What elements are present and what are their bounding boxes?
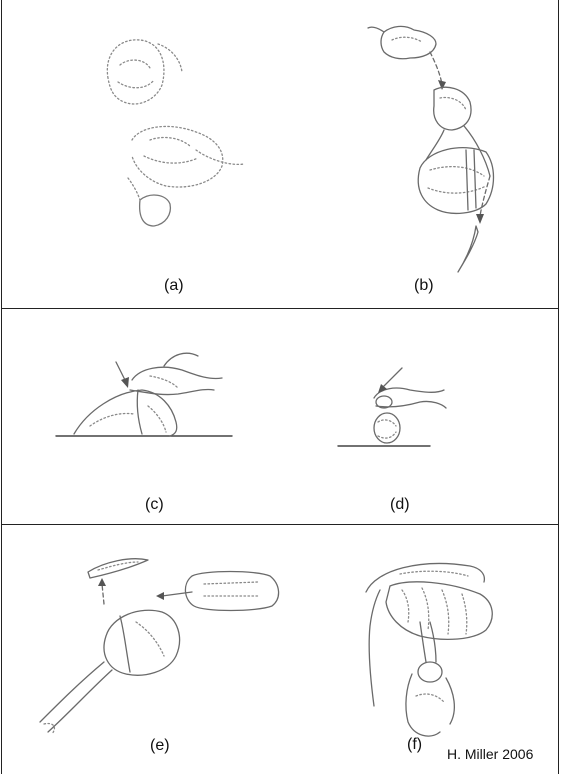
panel-e-sketch (0, 526, 280, 776)
row-divider-1 (1, 308, 559, 309)
panel-d-sketch (280, 310, 560, 524)
panel-b-sketch (280, 0, 560, 308)
panel-b: (b) (280, 0, 560, 308)
panel-d: (d) (280, 310, 560, 524)
panel-c-label: (c) (145, 496, 164, 514)
panel-b-label: (b) (414, 277, 434, 295)
panel-c-sketch (0, 310, 280, 524)
row-divider-2 (1, 524, 559, 525)
panel-f: (f) H. Miller 2006 (280, 526, 560, 776)
panel-d-label: (d) (390, 496, 410, 514)
credit-text: H. Miller 2006 (447, 746, 533, 762)
panel-a-label: (a) (164, 277, 184, 295)
panel-c: (c) (0, 310, 280, 524)
panel-a-sketch (0, 0, 280, 308)
panel-a: (a) (0, 0, 280, 308)
panel-e-label: (e) (150, 737, 170, 755)
panel-f-label: (f) (407, 736, 422, 754)
panel-e: (e) (0, 526, 280, 776)
